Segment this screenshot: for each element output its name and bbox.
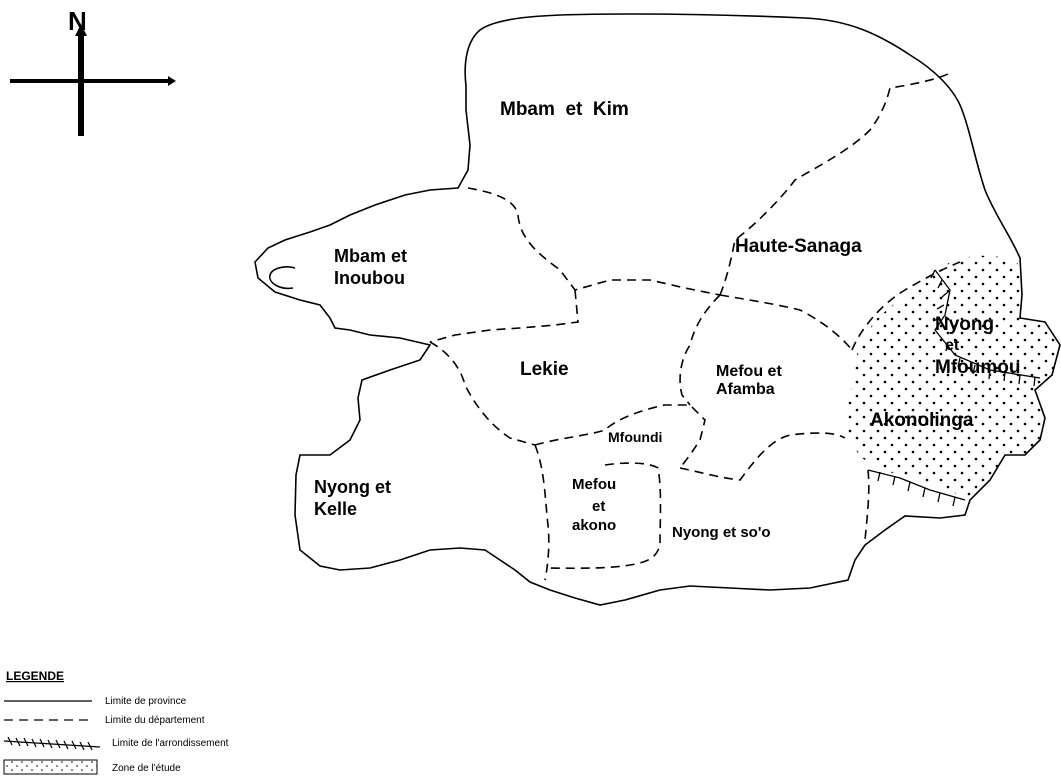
hatched-line-icon <box>3 736 101 751</box>
legend: LEGENDE Limite de province Limite du dép… <box>3 669 229 775</box>
label-nyong-et-soo: Nyong et so'o <box>672 524 771 541</box>
arrondissement-boundaries <box>867 269 1041 507</box>
label-mefou-et-akono-2: et <box>592 498 605 515</box>
label-nyong-et-mfoumou-1: Nyong <box>935 314 994 335</box>
study-zone <box>845 255 1060 500</box>
north-arrow-icon: N <box>10 6 176 136</box>
legend-label-department: Limite du département <box>105 715 205 726</box>
label-akonolinga: Akonolinga <box>870 410 974 431</box>
inoubou-notch <box>269 266 296 290</box>
label-mbam-et-inoubou-1: Mbam et <box>334 246 407 266</box>
department-labels: Mbam et Kim Mbam et Inoubou Haute-Sanaga… <box>314 99 1020 541</box>
label-mfoundi: Mfoundi <box>608 429 662 445</box>
province-outline <box>254 13 1061 606</box>
label-nyong-et-mfoumou-3: Mfoumou <box>935 357 1020 378</box>
north-label: N <box>68 6 87 36</box>
legend-item-province: Limite de province <box>4 696 187 707</box>
label-mefou-et-akono-1: Mefou <box>572 476 616 493</box>
label-mbam-et-kim: Mbam et Kim <box>500 99 629 120</box>
label-nyong-et-kelle-2: Kelle <box>314 499 357 519</box>
label-nyong-et-kelle-1: Nyong et <box>314 477 391 497</box>
label-nyong-et-mfoumou-2: et <box>945 337 960 354</box>
label-mefou-et-akono-3: akono <box>572 517 616 534</box>
label-mefou-et-afamba-1: Mefou et <box>716 363 782 380</box>
legend-title: LEGENDE <box>6 669 64 683</box>
department-boundaries <box>429 73 961 581</box>
legend-item-arrondissement: Limite de l'arrondissement <box>3 736 229 751</box>
legend-item-study-zone: Zone de l'étude <box>3 759 181 775</box>
label-mbam-et-inoubou-2: Inoubou <box>334 268 405 288</box>
legend-item-department: Limite du département <box>4 715 205 726</box>
label-lekie: Lekie <box>520 359 569 380</box>
label-mefou-et-afamba-2: Afamba <box>716 381 775 398</box>
dotted-box-icon <box>3 759 98 775</box>
legend-label-study-zone: Zone de l'étude <box>112 763 181 774</box>
legend-label-province: Limite de province <box>105 696 187 707</box>
label-haute-sanaga: Haute-Sanaga <box>735 236 862 257</box>
legend-label-arrondissement: Limite de l'arrondissement <box>112 738 229 749</box>
